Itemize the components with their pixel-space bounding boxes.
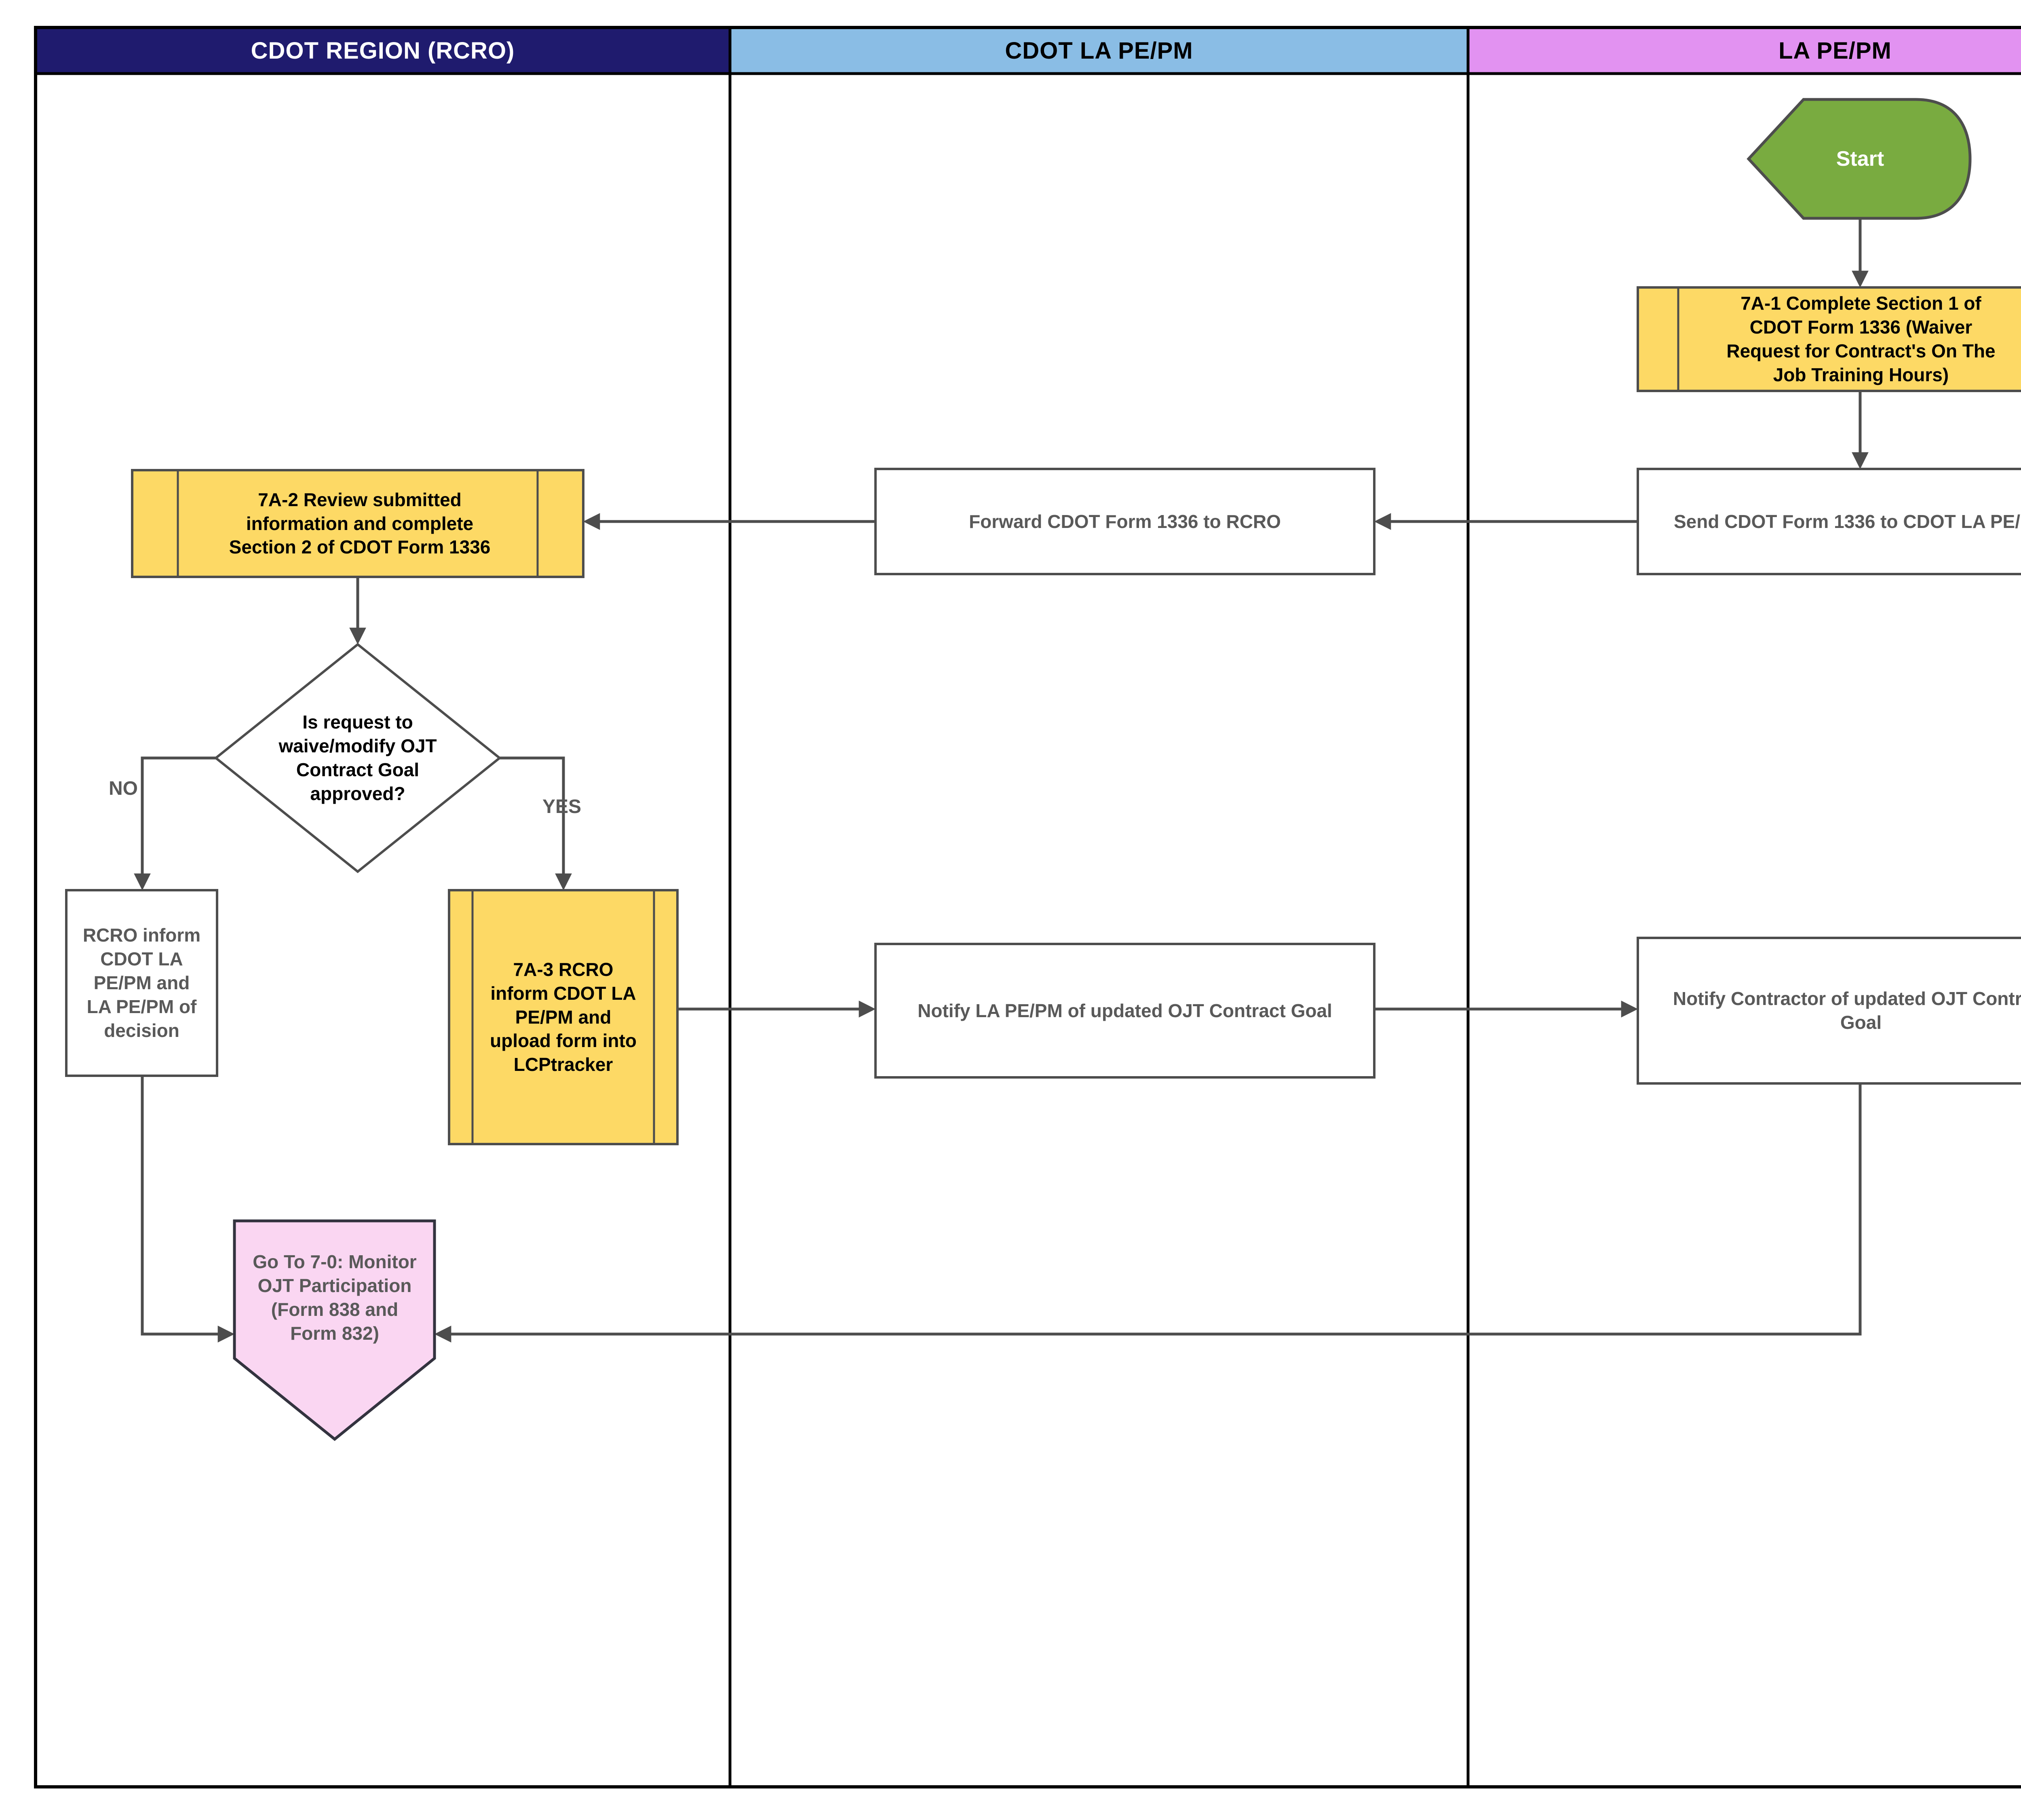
decision-label: Is request to waive/modify OJT Contract … xyxy=(278,712,437,804)
lane-title-cdot-region-rcro: CDOT REGION (RCRO) xyxy=(251,37,515,64)
forward-form-shape xyxy=(874,468,1375,575)
start-node-shape xyxy=(1747,98,1972,220)
edge-contractor-to-goto xyxy=(434,1083,1862,1343)
notify-la-label: Notify LA PE/PM of updated OJT Contract … xyxy=(918,1000,1332,1021)
step-7a1-shape xyxy=(1637,286,2021,392)
edge-decision-no xyxy=(134,756,216,891)
notify-contractor-label: Notify Contractor of updated OJT Contrac… xyxy=(1673,988,2021,1033)
step-7a1-label: 7A-1 Complete Section 1 of CDOT Form 133… xyxy=(1726,293,1996,385)
lane-header-cdot-region-rcro xyxy=(36,27,730,74)
lane-title-cdot-la-pe-pm: CDOT LA PE/PM xyxy=(1005,37,1193,64)
send-form-shape xyxy=(1637,468,2021,575)
goto-7-0-label: Go To 7-0: Monitor OJT Participation (Fo… xyxy=(253,1251,417,1344)
edge-label-yes: YES xyxy=(542,796,582,817)
forward-form-label: Forward CDOT Form 1336 to RCRO xyxy=(969,511,1281,532)
edge-label-no: NO xyxy=(109,777,138,799)
start-node-label: Start xyxy=(1836,147,1884,171)
decision-diamond-shape xyxy=(214,643,502,873)
edge-decision-yes xyxy=(500,756,572,891)
swimlane-outer-border xyxy=(34,26,2021,1788)
step-7a2-label: 7A-2 Review submitted information and co… xyxy=(229,489,491,558)
rcro-inform-shape xyxy=(65,889,218,1077)
rcro-inform-label: RCRO inform CDOT LA PE/PM and LA PE/PM o… xyxy=(82,925,201,1041)
lane-header-la-pe-pm xyxy=(1468,27,2021,74)
lane-header-cdot-la-pe-pm xyxy=(730,27,1468,74)
step-7a2-shape xyxy=(131,469,584,578)
notify-la-shape xyxy=(874,943,1375,1079)
step-7a3-shape xyxy=(448,889,679,1145)
step-7a3-label: 7A-3 RCRO inform CDOT LA PE/PM and uploa… xyxy=(490,959,637,1075)
send-form-label: Send CDOT Form 1336 to CDOT LA PE/PM xyxy=(1673,511,2021,532)
notify-contractor-shape xyxy=(1637,937,2021,1085)
lane-title-la-pe-pm: LA PE/PM xyxy=(1778,37,1892,64)
goto-7-0-shape xyxy=(233,1219,436,1441)
connectors xyxy=(134,218,1869,1343)
edge-rcro-to-goto xyxy=(141,1076,235,1343)
